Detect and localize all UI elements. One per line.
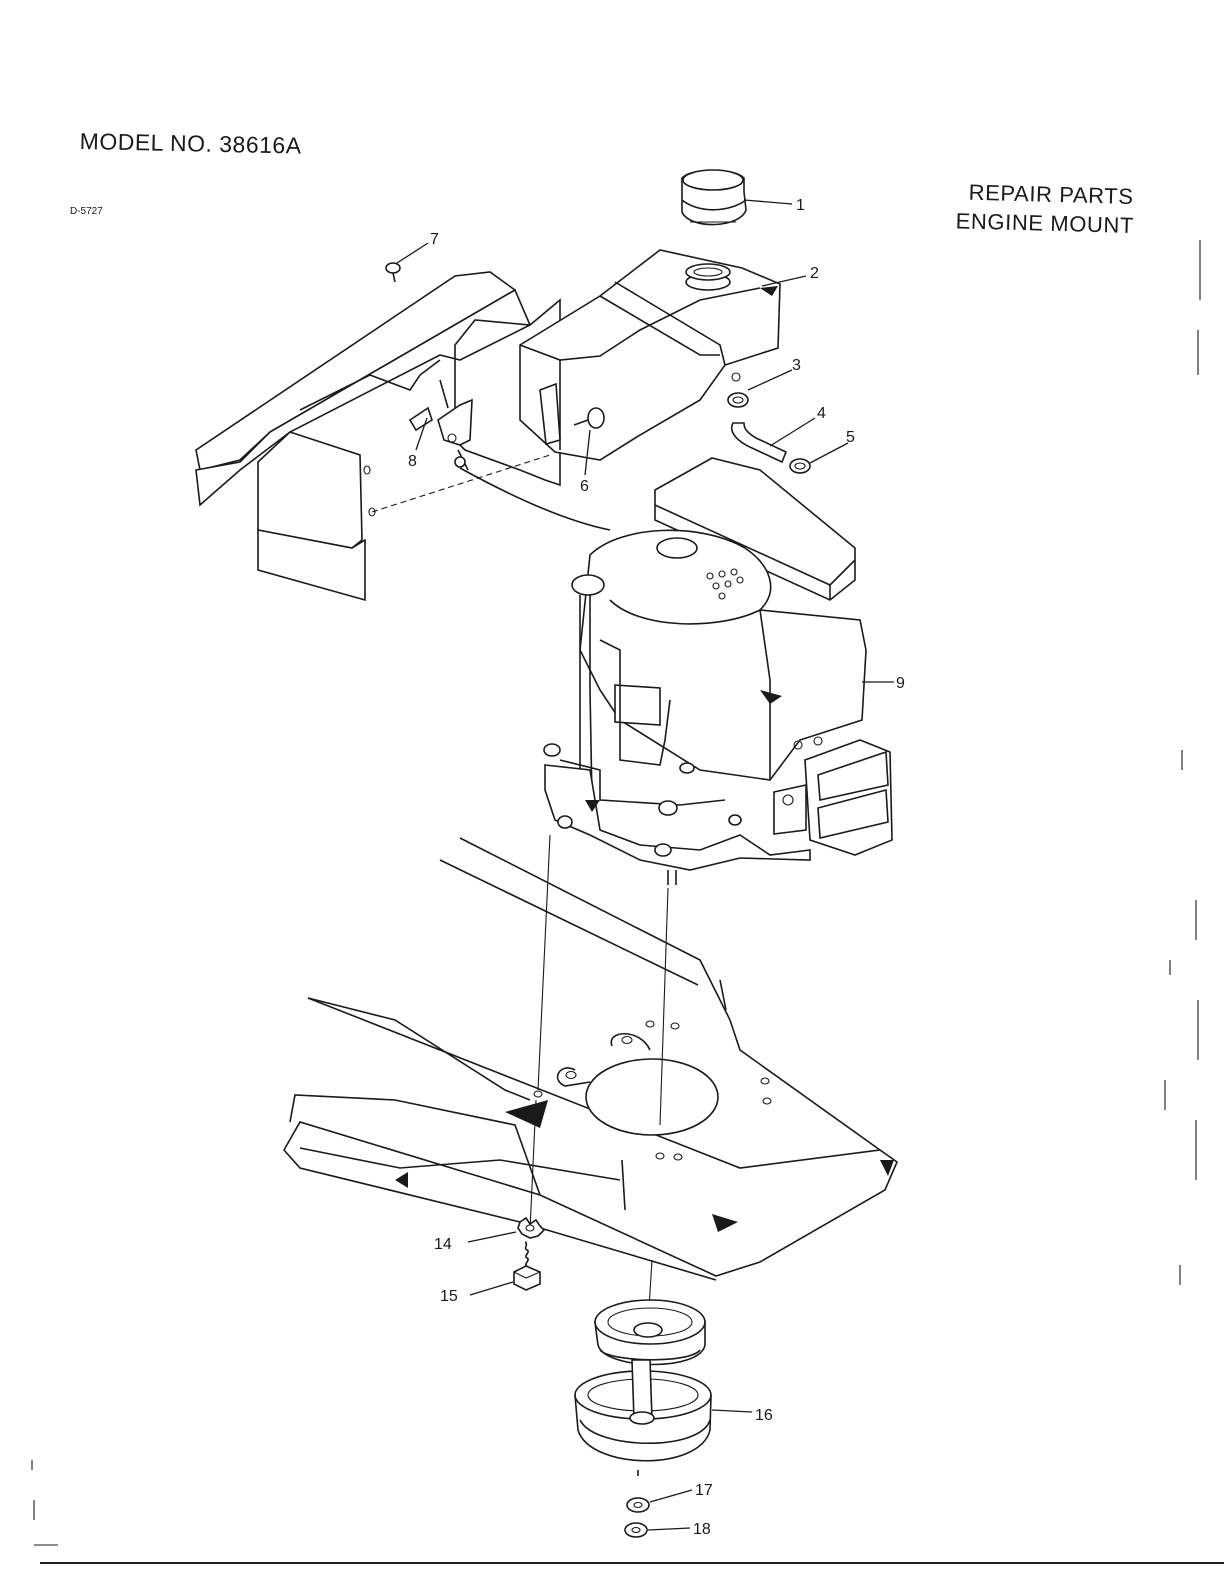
bolt xyxy=(513,1241,541,1291)
fuel-cap xyxy=(681,169,747,226)
dash-panel xyxy=(195,271,561,602)
callout-9: 9 xyxy=(896,675,905,692)
mount-centerline-left xyxy=(537,834,551,1091)
callout-6: 6 xyxy=(580,478,589,495)
callout-14: 14 xyxy=(434,1236,452,1253)
fuel-tank xyxy=(519,249,781,461)
callout-4: 4 xyxy=(817,405,826,422)
bolt-centerline xyxy=(529,1099,537,1231)
callout-5: 5 xyxy=(846,429,855,446)
chassis-frame xyxy=(283,837,898,1281)
washer-18 xyxy=(624,1522,648,1538)
callout-8: 8 xyxy=(408,453,417,470)
callout-1: 1 xyxy=(796,197,805,214)
fuel-line xyxy=(731,422,788,464)
lock-washer xyxy=(517,1216,546,1239)
engine-pulley xyxy=(574,1299,712,1476)
throttle-control xyxy=(408,379,473,471)
engine xyxy=(543,457,893,885)
callout-18: 18 xyxy=(693,1521,711,1538)
callout-17: 17 xyxy=(695,1482,713,1499)
callout-2: 2 xyxy=(810,265,819,282)
shut-off-valve xyxy=(573,407,605,429)
page-bottom-rule xyxy=(40,1562,1224,1564)
document-number: D-5727 xyxy=(70,206,103,217)
washer-17 xyxy=(626,1497,650,1513)
leader-lines xyxy=(396,199,894,1531)
callout-7: 7 xyxy=(430,231,439,248)
scan-marks xyxy=(31,240,1201,1546)
hose-clamp-3 xyxy=(727,372,749,408)
callout-15: 15 xyxy=(440,1288,458,1305)
callout-3: 3 xyxy=(792,357,801,374)
throttle-cable xyxy=(459,467,611,531)
mount-centerline-right xyxy=(659,887,669,1126)
screw xyxy=(385,262,401,283)
callout-16: 16 xyxy=(755,1407,773,1424)
hose-clamp-5 xyxy=(789,458,811,474)
